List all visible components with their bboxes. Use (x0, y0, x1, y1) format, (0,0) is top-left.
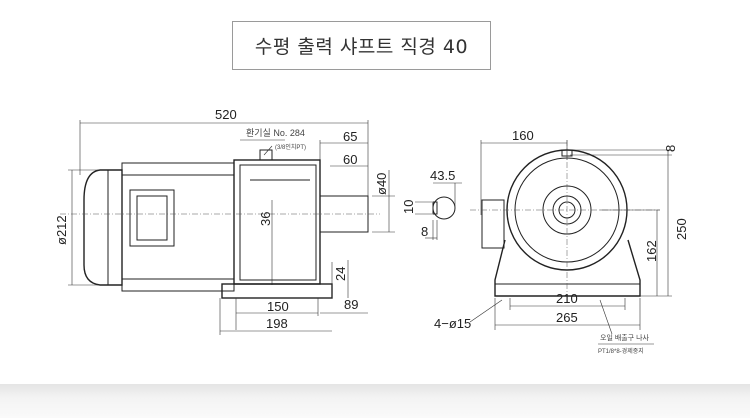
dim-60: 60 (343, 152, 357, 167)
mounting-holes-label: 4−ø15 (434, 316, 471, 331)
dim-162: 162 (644, 240, 659, 262)
dim-24: 24 (333, 267, 348, 281)
dim-150: 150 (267, 299, 289, 314)
dim-250: 250 (674, 218, 689, 240)
shaft-key-view: 43.5 10 8 (401, 168, 462, 240)
dim-43-5: 43.5 (430, 168, 455, 183)
vent-label: 환기실 No. 284 (246, 127, 305, 138)
dim-265: 265 (556, 310, 578, 325)
dim-key-8: 8 (421, 224, 428, 239)
dim-65: 65 (343, 129, 357, 144)
dim-89: 89 (344, 297, 358, 312)
dim-motor-diameter: ø212 (54, 215, 69, 245)
footer-band (0, 384, 750, 418)
page-title: 수평 출력 샤프트 직경 40 (232, 21, 491, 70)
dim-160: 160 (512, 128, 534, 143)
dim-210: 210 (556, 291, 578, 306)
dim-198: 198 (266, 316, 288, 331)
front-view: 160 8 250 162 210 265 4−ø15 오일 배출구 나사 (434, 128, 689, 355)
drain-sub-label: PT1/8*8-경제중지 (598, 347, 644, 355)
dim-shaft-diameter: ø40 (374, 173, 389, 195)
dim-overall-length: 520 (215, 107, 237, 122)
dim-36: 36 (258, 212, 273, 226)
side-view: 520 환기실 No. 284 (3/8인치PT) 65 60 ø212 (54, 107, 395, 335)
drain-label: 오일 배출구 나사 (600, 333, 650, 342)
dim-top-8: 8 (663, 145, 678, 152)
vent-sub-label: (3/8인치PT) (275, 143, 306, 151)
dim-key-10: 10 (401, 200, 416, 214)
